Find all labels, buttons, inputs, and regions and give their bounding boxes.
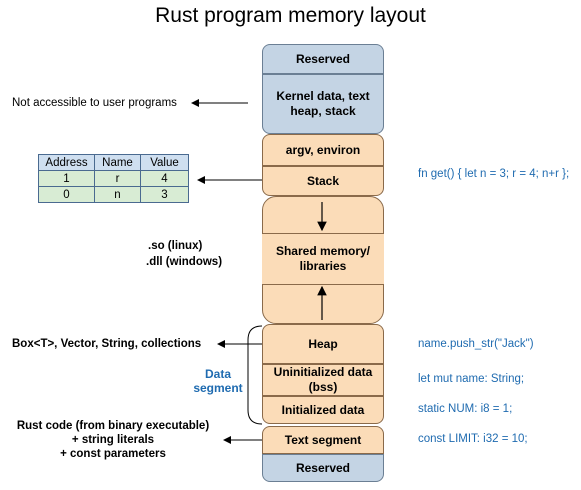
block-reserved-bottom: Reserved (262, 454, 384, 482)
label-text-note-2: + string literals (71, 434, 155, 446)
code-bss: let mut name: String; (418, 373, 525, 385)
code-init: static NUM: i8 = 1; (418, 403, 513, 415)
block-reserved-top: Reserved (262, 44, 384, 74)
label-dll: .dll (windows) (146, 256, 223, 268)
code-stack: fn get() { let n = 3; r = 4; n+r }; (418, 168, 570, 180)
table-cell: 0 (38, 186, 95, 203)
block-init: Initialized data (262, 396, 384, 424)
label-text-note-1: Rust code (from binary executable) (16, 420, 210, 432)
block-heap: Heap (262, 324, 384, 364)
diagram-title: Rust program memory layout (155, 4, 426, 27)
label-kernel-note: Not accessible to user programs (12, 97, 177, 109)
block-argv: argv, environ (262, 134, 384, 166)
block-kernel: Kernel data, text heap, stack (262, 74, 384, 134)
table-cell: r (94, 170, 141, 187)
table-cell: n (94, 186, 141, 203)
label-data-segment-line2: segment (193, 381, 243, 396)
code-text: const LIMIT: i32 = 10; (418, 433, 528, 445)
table-header-value: Value (140, 154, 189, 171)
table-row: 1 r 4 (38, 170, 189, 187)
block-text: Text segment (262, 426, 384, 454)
block-stack: Stack (262, 166, 384, 196)
label-heap-note: Box<T>, Vector, String, collections (12, 338, 202, 350)
table-header-address: Address (38, 154, 95, 171)
table-row: 0 n 3 (38, 186, 189, 203)
stack-table: Address Name Value 1 r 4 0 n 3 (38, 154, 189, 203)
label-data-segment: Data segment (190, 367, 246, 396)
label-text-note-3: + const parameters (60, 448, 166, 460)
table-cell: 4 (140, 170, 189, 187)
table-cell: 1 (38, 170, 95, 187)
table-header-name: Name (94, 154, 141, 171)
table-cell: 3 (140, 186, 189, 203)
table-header-row: Address Name Value (38, 154, 189, 171)
block-shared: Shared memory/ libraries (262, 233, 384, 285)
block-bss: Uninitialized data (bss) (262, 364, 384, 396)
code-heap: name.push_str("Jack") (418, 338, 534, 350)
data-segment-brace (247, 325, 263, 425)
label-so: .so (linux) (148, 240, 203, 252)
label-data-segment-line1: Data (204, 367, 231, 381)
